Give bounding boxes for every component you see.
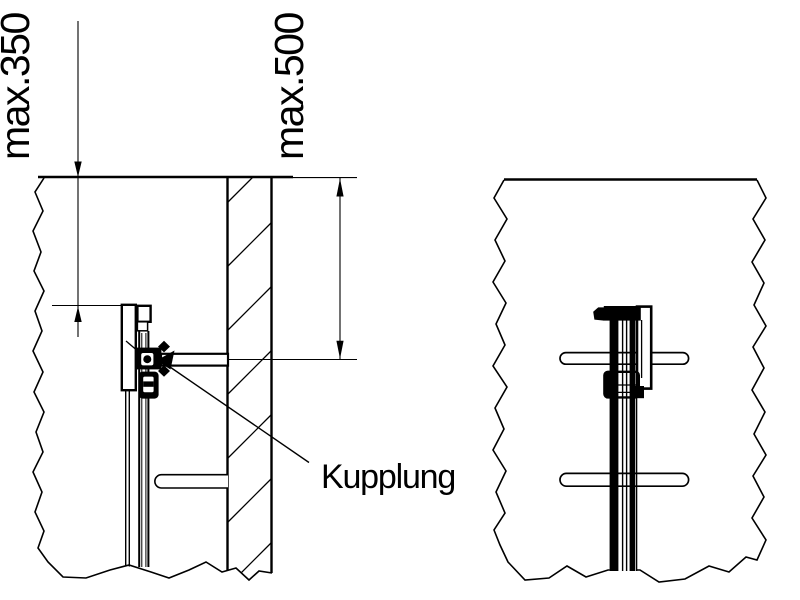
plate-step: [136, 321, 149, 332]
lower-crossbar: [559, 472, 690, 488]
coupling-spike-bottom: [158, 365, 170, 377]
clamp-foot: [633, 386, 644, 399]
dimension-label-max350: max.350: [0, 13, 38, 160]
mid-clamp: [603, 370, 644, 399]
dim350-arrow-down-icon: [74, 161, 82, 177]
dim500-arrow-down-icon: [336, 340, 344, 359]
top-cap: [603, 306, 641, 321]
lower-handle-rod: [154, 473, 228, 489]
rail-stripes: [609, 318, 638, 571]
left-panel-outline: [32, 175, 293, 582]
right-mount-mechanism: [559, 305, 690, 572]
right-front-view: [492, 178, 767, 583]
left-section-view: [32, 21, 357, 582]
dimension-max350: [52, 21, 122, 337]
clamp-block: [138, 371, 159, 399]
leader-arrowhead-icon: [156, 350, 175, 370]
coupling-part: [136, 340, 175, 377]
coupling-leader-line: [169, 366, 310, 464]
dimension-label-max500: max.500: [266, 13, 312, 160]
coupling-label: Kupplung: [321, 458, 456, 496]
dim350-arrow-up-icon: [74, 306, 82, 322]
plate-top-bracket: [136, 304, 152, 323]
guide-rail: [125, 331, 150, 567]
left-mount-mechanism: [120, 303, 310, 567]
coupling-spike-top: [158, 340, 170, 353]
wall-section: [226, 177, 273, 573]
dimension-max500: [228, 178, 357, 361]
upper-crossbar: [559, 351, 690, 366]
top-knob: [593, 307, 604, 321]
wall-hatching: [226, 177, 273, 573]
dim500-arrow-up-icon: [336, 178, 344, 197]
